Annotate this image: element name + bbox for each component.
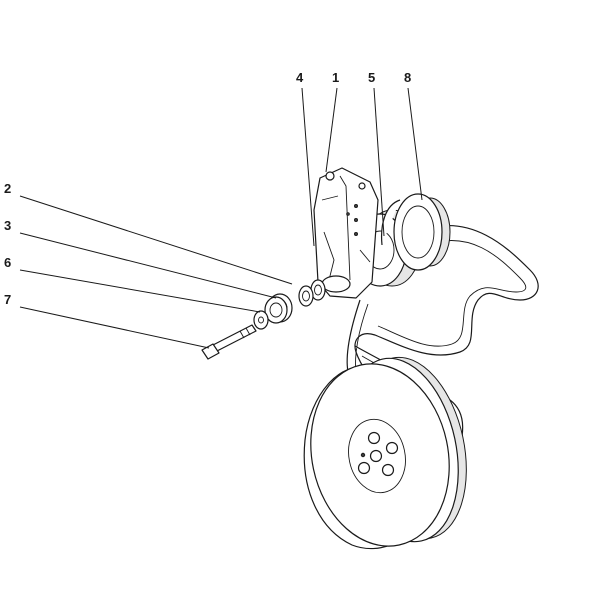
- idler-wheel: [264, 293, 293, 324]
- callout-2: 2: [4, 181, 11, 196]
- leader-1: [325, 87, 338, 173]
- bolt: [201, 324, 257, 360]
- callout-labels: 4 1 5 8 2 3 6 7: [4, 70, 411, 307]
- leader-3: [19, 232, 277, 299]
- callout-1: 1: [332, 70, 339, 85]
- bearing: [298, 285, 314, 307]
- callout-3: 3: [4, 218, 11, 233]
- upper-pulley: [380, 193, 451, 271]
- crankshaft-pulley: [303, 356, 467, 550]
- callout-5: 5: [368, 70, 375, 85]
- leader-2: [19, 195, 293, 285]
- leader-lines: [19, 87, 423, 349]
- leader-5: [373, 87, 385, 237]
- callout-7: 7: [4, 292, 11, 307]
- callout-4: 4: [296, 70, 304, 85]
- leader-7: [19, 306, 210, 349]
- leader-6: [19, 269, 261, 313]
- leader-8: [407, 87, 423, 201]
- callout-6: 6: [4, 255, 11, 270]
- washer: [253, 310, 269, 330]
- tensioner-bracket: [313, 167, 379, 299]
- callout-8: 8: [404, 70, 411, 85]
- leader-4: [301, 87, 315, 247]
